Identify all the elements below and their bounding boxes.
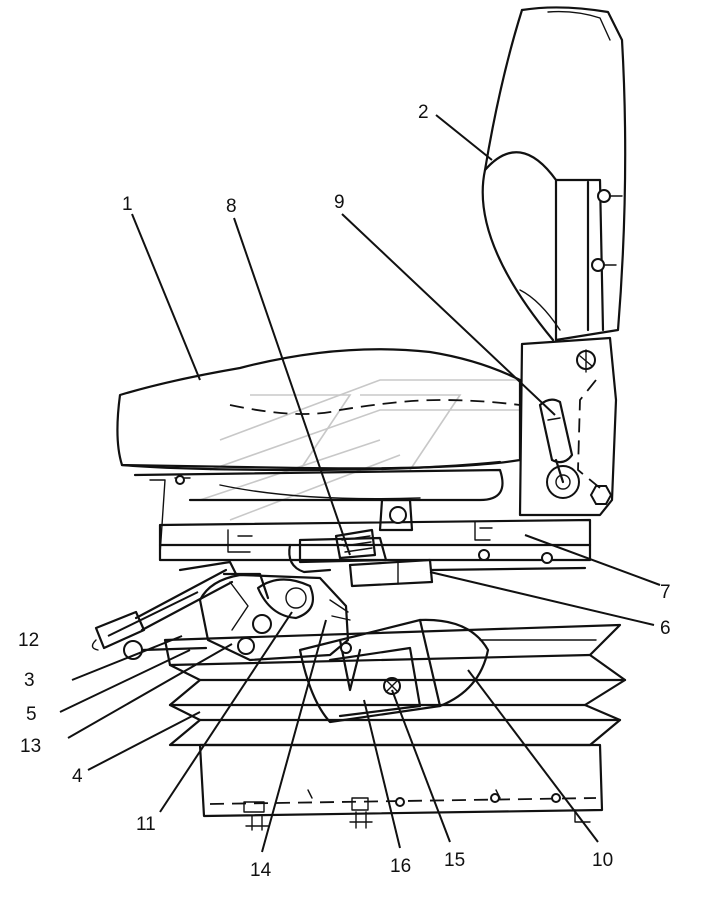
- leader-8: [233, 217, 351, 556]
- leader-lines: [59, 114, 661, 853]
- leader-4: [87, 711, 201, 771]
- leader-12: [107, 591, 199, 637]
- leader-7: [524, 534, 661, 586]
- callout-7: 7: [660, 582, 671, 603]
- leader-3: [71, 635, 183, 681]
- backrest: [481, 6, 627, 342]
- shock-absorber: [298, 618, 490, 724]
- recline-lever: [538, 398, 574, 484]
- backrest-bracket: [518, 336, 618, 517]
- seat-base: [198, 743, 604, 831]
- callout-6: 6: [660, 618, 671, 639]
- leader-11: [159, 611, 293, 813]
- callout-9: 9: [334, 192, 345, 213]
- callout-13: 13: [20, 736, 41, 757]
- callout-8: 8: [226, 196, 237, 217]
- callout-labels: 1 2 3 4 5 6 7 8 9 10 11 12 13 14 15 16: [18, 102, 671, 881]
- watermark: [199, 379, 520, 521]
- callout-11: 11: [136, 814, 156, 835]
- callout-10: 10: [592, 850, 613, 871]
- seat-cushion: [116, 348, 522, 502]
- callout-1: 1: [122, 194, 133, 215]
- adjustment-handle: [288, 528, 587, 588]
- callout-15: 15: [444, 850, 465, 871]
- leader-16: [363, 699, 401, 849]
- leader-5: [59, 649, 191, 713]
- callout-4: 4: [72, 766, 83, 787]
- leader-10: [467, 669, 599, 843]
- callout-12: 12: [18, 630, 39, 651]
- seat-frame: [149, 475, 592, 564]
- gas-spring: [91, 560, 238, 651]
- leader-6: [429, 571, 655, 626]
- leader-9: [341, 213, 556, 416]
- leader-14: [261, 619, 327, 853]
- suspension-mechanism: [198, 572, 351, 662]
- callout-3: 3: [24, 670, 35, 691]
- callout-14: 14: [250, 860, 272, 881]
- callout-2: 2: [418, 102, 429, 123]
- callout-5: 5: [26, 704, 37, 725]
- leader-13: [67, 643, 233, 739]
- leader-2: [435, 114, 493, 161]
- leader-15: [391, 689, 451, 843]
- leader-1: [131, 213, 201, 381]
- callout-16: 16: [390, 856, 411, 877]
